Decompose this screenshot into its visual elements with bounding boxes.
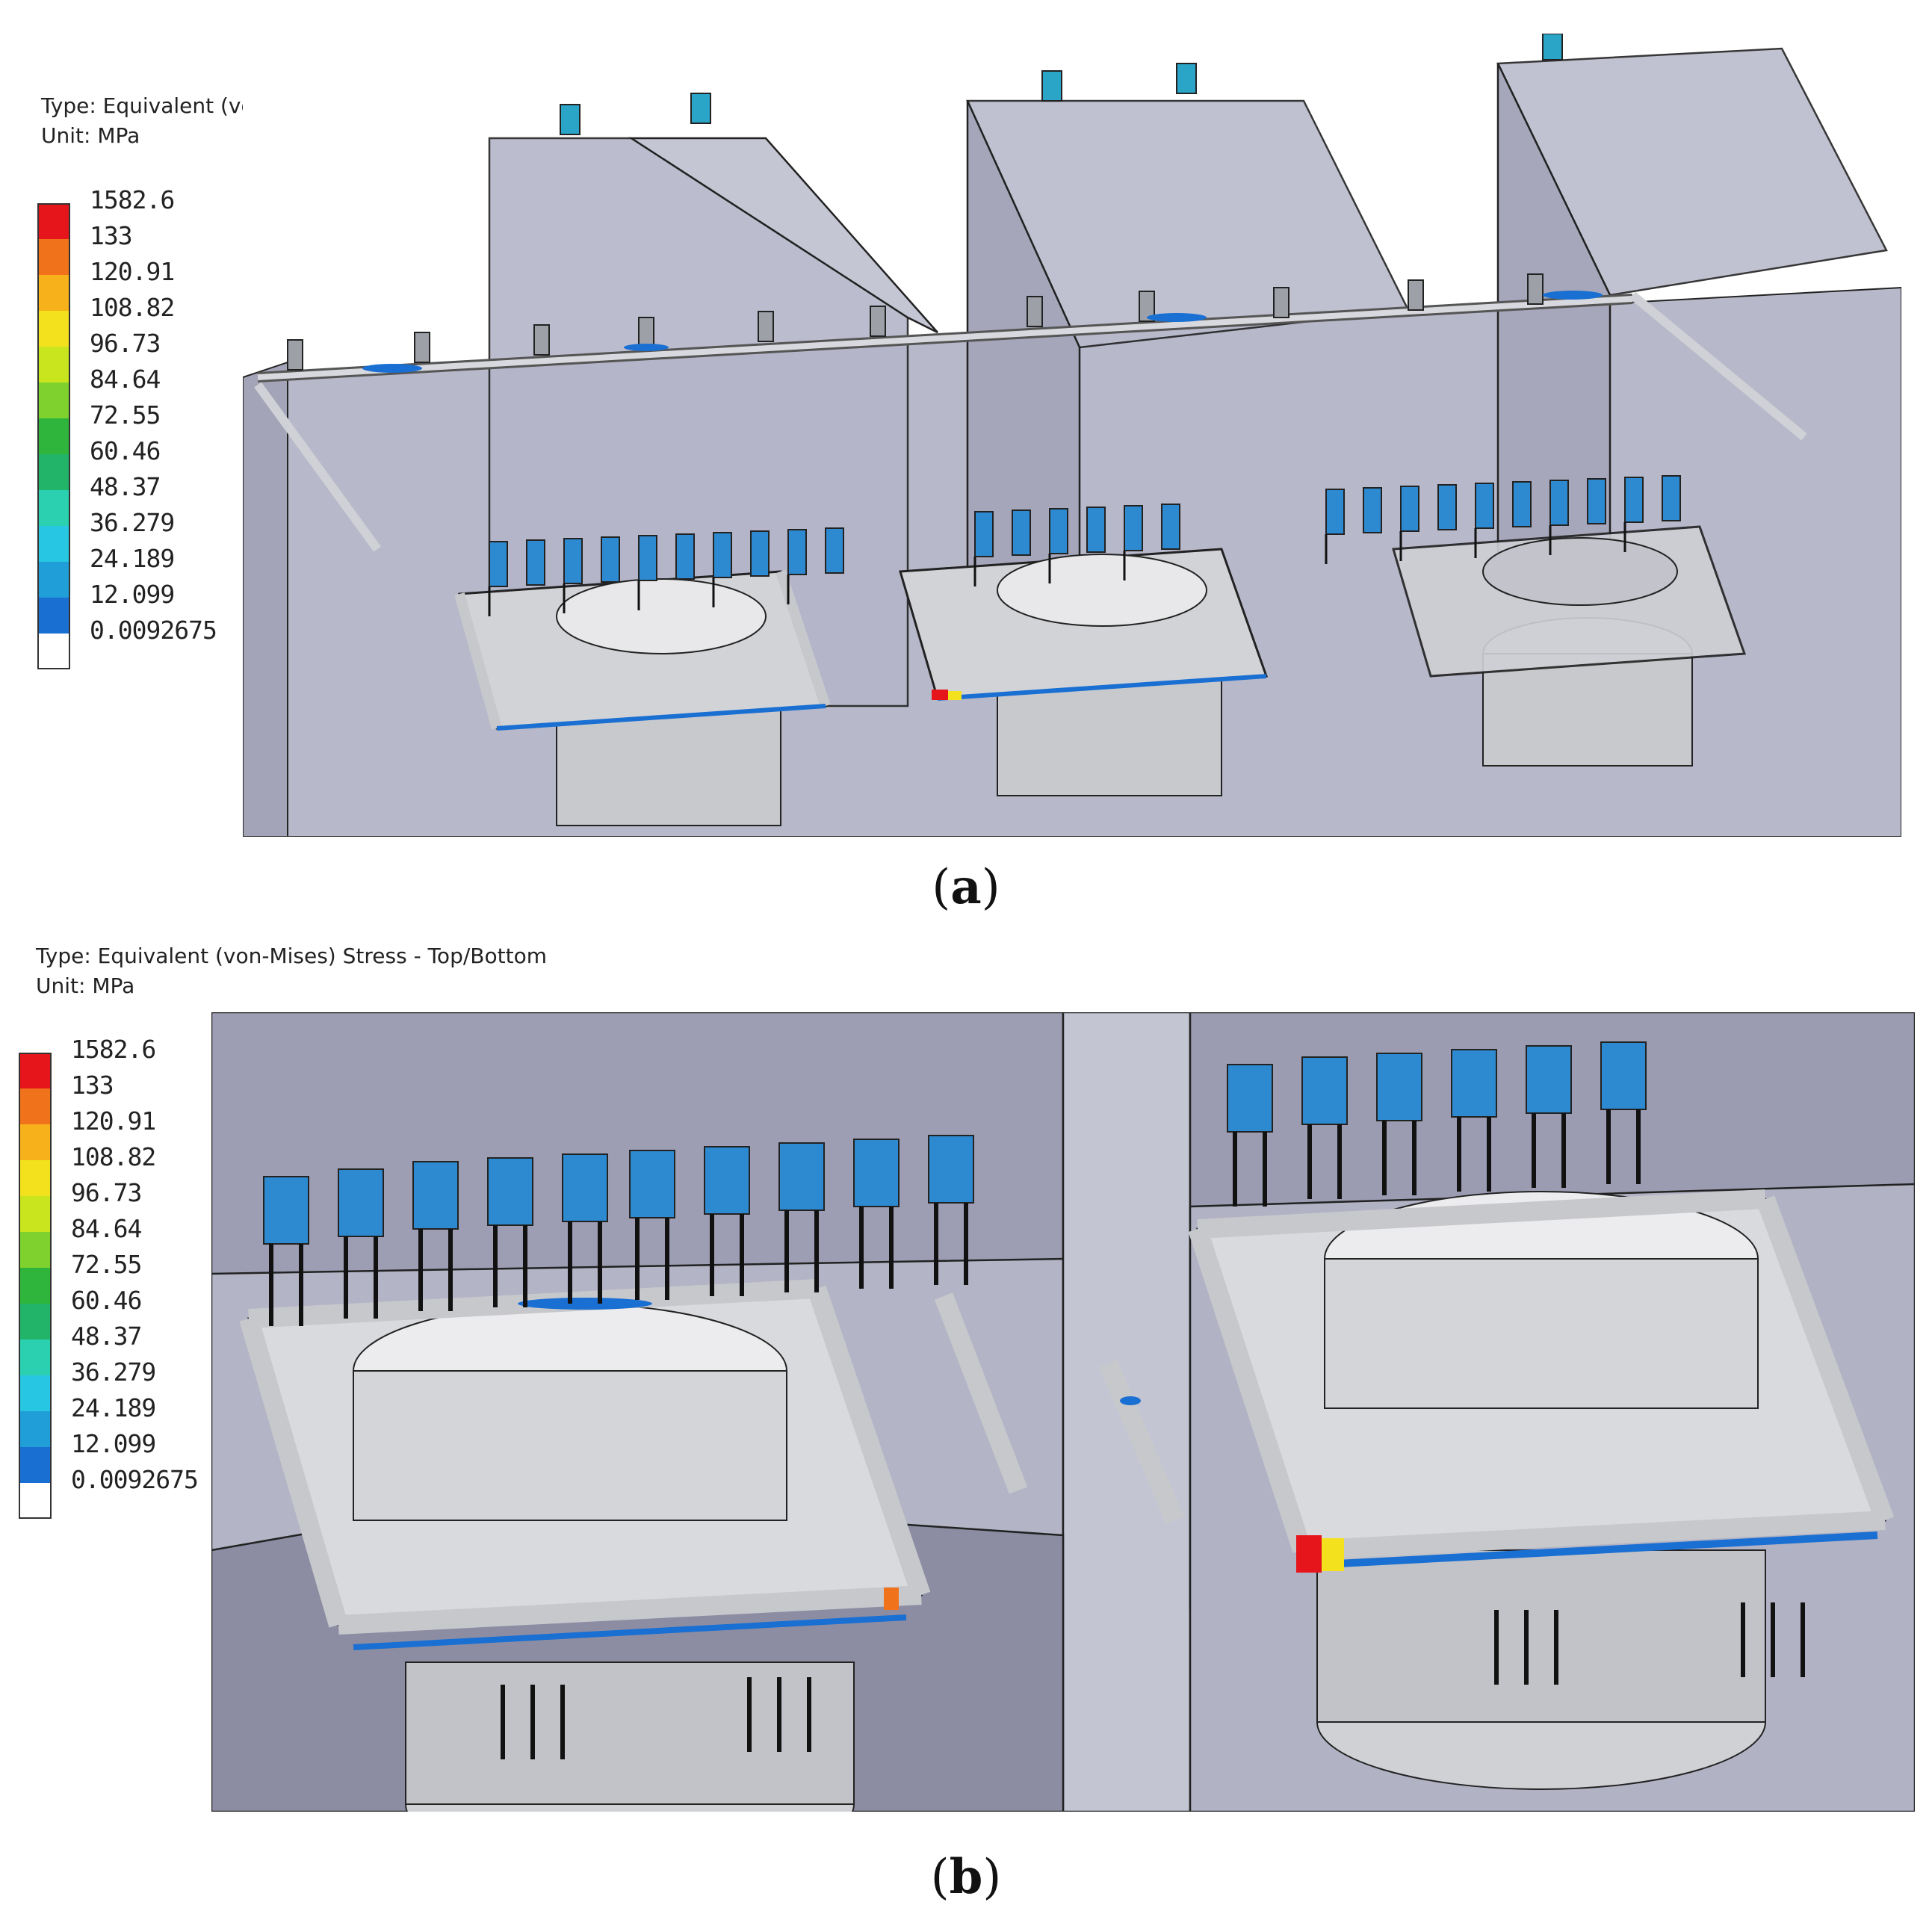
legend-tick-label: 133 (90, 221, 133, 250)
legend-tick-label: 24.189 (71, 1393, 156, 1422)
legend-tick-label: 0.0092675 (71, 1465, 199, 1494)
legend-swatch (37, 562, 70, 598)
legend-tick-label: 72.55 (71, 1250, 142, 1279)
legend-tick-label: 96.73 (71, 1178, 142, 1207)
legend-swatch (37, 311, 70, 347)
legend-tick-label: 133 (71, 1071, 114, 1100)
legend-tick-label: 1582.6 (71, 1035, 156, 1064)
legend-tick-label: 84.64 (71, 1214, 142, 1243)
legend-tick-label: 12.099 (71, 1429, 156, 1458)
legend-swatch (19, 1411, 52, 1447)
legend-swatch (19, 1232, 52, 1268)
legend-swatch (19, 1160, 52, 1196)
legend-swatch (19, 1196, 52, 1232)
legend-swatch (37, 203, 70, 239)
legend-swatch (37, 275, 70, 311)
legend-swatch (19, 1304, 52, 1340)
legend-tick-label: 120.91 (71, 1106, 156, 1136)
legend-tick-label: 108.82 (71, 1142, 156, 1171)
legend-tick-label: 36.279 (71, 1357, 156, 1387)
legend-tick-label: 72.55 (90, 400, 161, 430)
legend-swatch (37, 418, 70, 454)
legend-tick-label: 48.37 (90, 472, 161, 501)
legend-swatch (37, 598, 70, 634)
legend-swatch (37, 454, 70, 490)
legend-swatch (37, 634, 70, 669)
result-type-label: Type: Equivalent (von-Mises) Stress - To… (36, 944, 547, 968)
legend-swatch (19, 1375, 52, 1411)
legend-tick-label: 1582.6 (90, 185, 175, 214)
figure-panel-a: Type: Equivalent (von-Mises) Stress - To… (0, 0, 1932, 915)
legend-swatch (37, 490, 70, 526)
model-viewport-a[interactable] (243, 34, 1901, 837)
legend-tick-label: 36.279 (90, 508, 175, 537)
legend-swatch (19, 1268, 52, 1304)
legend-tick-label: 60.46 (71, 1286, 142, 1315)
figure-panel-b: Type: Equivalent (von-Mises) Stress - To… (0, 934, 1932, 1905)
legend-tick-label: 24.189 (90, 544, 175, 573)
legend-tick-label: 60.46 (90, 436, 161, 465)
legend-tick-label: 0.0092675 (90, 616, 217, 645)
legend-tick-label: 48.37 (71, 1322, 142, 1351)
panel-caption-a: (a) (932, 859, 1000, 915)
result-unit-label: Unit: MPa (41, 123, 140, 148)
legend-swatch (19, 1088, 52, 1124)
legend-swatch (37, 383, 70, 418)
legend-swatch (37, 526, 70, 562)
legend-swatch (19, 1124, 52, 1160)
legend-swatch (19, 1340, 52, 1375)
legend-swatch (37, 347, 70, 383)
panel-caption-b: (b) (930, 1849, 1002, 1905)
legend-swatch (19, 1483, 52, 1519)
legend-tick-label: 120.91 (90, 257, 175, 286)
result-info-b: Type: Equivalent (von-Mises) Stress - To… (36, 941, 547, 1001)
legend-swatch (19, 1053, 52, 1088)
legend-swatch (37, 239, 70, 275)
legend-tick-label: 108.82 (90, 293, 175, 322)
legend-tick-label: 84.64 (90, 365, 161, 394)
model-viewport-b[interactable] (211, 1012, 1915, 1812)
legend-swatch (19, 1447, 52, 1483)
legend-tick-label: 96.73 (90, 329, 161, 358)
result-unit-label: Unit: MPa (36, 973, 135, 998)
legend-tick-label: 12.099 (90, 580, 175, 609)
